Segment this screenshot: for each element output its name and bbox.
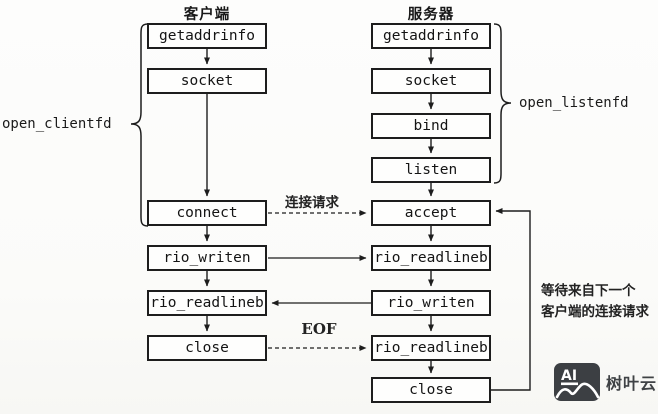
- client-box-close: close: [147, 335, 267, 361]
- watermark-brand-text: 树叶云: [606, 374, 658, 393]
- watermark: AI 树叶云: [553, 362, 657, 402]
- open-listenfd-label: open_listenfd: [519, 95, 629, 111]
- client-box-socket: socket: [147, 68, 267, 94]
- client-box-rio-writen: rio_writen: [147, 245, 267, 271]
- server-box-close: close: [371, 377, 491, 403]
- server-column-title: 服务器: [407, 7, 455, 23]
- server-box-getaddrinfo: getaddrinfo: [371, 23, 491, 49]
- mountain-glyph: [555, 382, 600, 399]
- brace-open-listenfd: [493, 23, 512, 184]
- server-box-listen: listen: [371, 157, 491, 183]
- arrow-loop-close-to-accept: [491, 208, 531, 391]
- server-box-accept: accept: [371, 200, 491, 226]
- eof-label: EOF: [301, 320, 337, 338]
- brace-open-clientfd: [130, 23, 149, 227]
- wait-next-client-label: 等待来自下一个 客户端的连接请求: [541, 281, 649, 323]
- wait-label-line1: 等待来自下一个: [541, 283, 636, 299]
- server-box-rio-readlineb: rio_readlineb: [371, 245, 491, 271]
- client-box-getaddrinfo: getaddrinfo: [147, 23, 267, 49]
- server-box-bind: bind: [371, 113, 491, 139]
- server-box-rio-readlineb2: rio_readlineb: [371, 335, 491, 361]
- open-clientfd-label: open_clientfd: [2, 116, 112, 132]
- wait-label-line2: 客户端的连接请求: [541, 304, 649, 320]
- server-box-socket: socket: [371, 68, 491, 94]
- watermark-logo-text: AI: [561, 368, 577, 384]
- client-box-rio-readlineb: rio_readlineb: [147, 290, 267, 316]
- connect-request-label: 连接请求: [285, 195, 339, 211]
- client-column-title: 客户端: [183, 7, 231, 23]
- server-box-rio-writen: rio_writen: [371, 290, 491, 316]
- client-box-connect: connect: [147, 200, 267, 226]
- ai-image-logo-icon: AI: [554, 363, 600, 401]
